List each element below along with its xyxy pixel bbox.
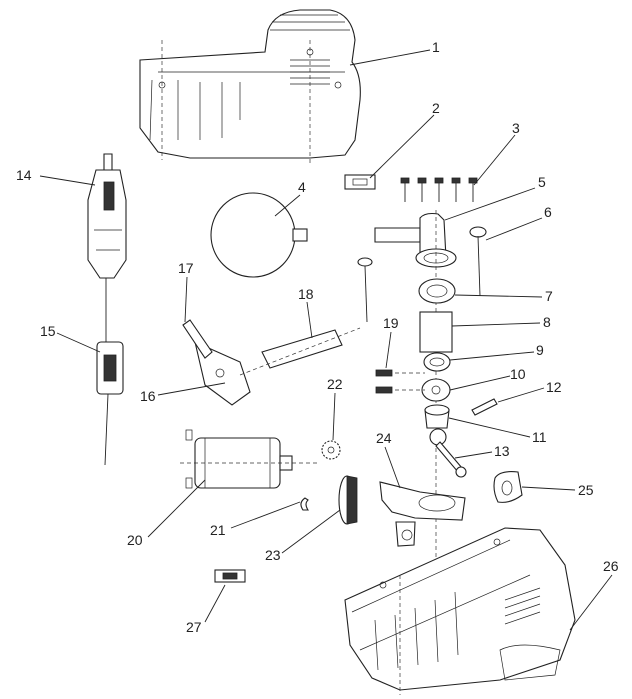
part-18-hose bbox=[239, 327, 361, 376]
callout-18: 18 bbox=[298, 286, 314, 302]
callout-22: 22 bbox=[327, 376, 343, 392]
part-10-valve-disc bbox=[421, 378, 451, 402]
callout-4: 4 bbox=[298, 179, 306, 195]
callout-19: 19 bbox=[383, 315, 399, 331]
part-24-crank-bracket bbox=[379, 481, 466, 547]
part-1-upper-housing bbox=[139, 9, 361, 165]
callout-8: 8 bbox=[543, 314, 551, 330]
part-15-fuse-holder bbox=[96, 341, 124, 466]
callout-17: 17 bbox=[178, 260, 194, 276]
callout-26: 26 bbox=[603, 558, 619, 574]
bolt-left bbox=[357, 257, 373, 323]
callout-16: 16 bbox=[140, 388, 156, 404]
leader-lines bbox=[39, 49, 613, 631]
part-16-valve-body bbox=[194, 341, 251, 406]
callout-14: 14 bbox=[16, 167, 32, 183]
callout-15: 15 bbox=[40, 323, 56, 339]
part-7-ring bbox=[418, 278, 456, 304]
part-11-piston bbox=[424, 404, 450, 429]
part-17-nozzle bbox=[182, 319, 213, 359]
callout-13: 13 bbox=[494, 443, 510, 459]
part-20-motor bbox=[180, 429, 320, 489]
part-9-piston-ring bbox=[423, 352, 451, 372]
callout-27: 27 bbox=[186, 619, 202, 635]
callout-24: 24 bbox=[376, 430, 392, 446]
callout-23: 23 bbox=[265, 547, 281, 563]
callout-12: 12 bbox=[546, 379, 562, 395]
callout-3: 3 bbox=[512, 120, 520, 136]
part-19-screws bbox=[375, 369, 425, 394]
callout-11: 11 bbox=[532, 429, 547, 445]
callout-7: 7 bbox=[545, 288, 553, 304]
callout-1: 1 bbox=[432, 39, 440, 55]
callout-2: 2 bbox=[432, 100, 440, 116]
callout-9: 9 bbox=[536, 342, 544, 358]
callout-20: 20 bbox=[127, 532, 143, 548]
part-26-lower-housing bbox=[344, 527, 576, 695]
callout-5: 5 bbox=[538, 174, 546, 190]
callout-labels: 1 2 3 4 5 6 7 8 9 10 12 11 13 14 15 16 1… bbox=[16, 39, 619, 635]
part-13-connecting-rod bbox=[429, 428, 467, 478]
part-2-pad bbox=[344, 174, 376, 190]
part-27-switch bbox=[214, 569, 246, 583]
part-8-cylinder bbox=[419, 311, 453, 353]
part-3-screws bbox=[400, 177, 478, 202]
callout-25: 25 bbox=[578, 482, 594, 498]
part-12-pin bbox=[471, 398, 498, 416]
part-25-counterweight bbox=[493, 471, 523, 503]
part-14-power-plug bbox=[87, 153, 127, 342]
callout-10: 10 bbox=[510, 366, 526, 382]
callout-21: 21 bbox=[210, 522, 226, 538]
part-6-long-bolt bbox=[469, 226, 487, 297]
part-4-gauge bbox=[210, 192, 308, 278]
part-21-clip bbox=[300, 497, 310, 511]
part-22-pinion-gear bbox=[321, 440, 341, 460]
callout-6: 6 bbox=[544, 204, 552, 220]
part-23-drive-gear bbox=[338, 475, 358, 525]
